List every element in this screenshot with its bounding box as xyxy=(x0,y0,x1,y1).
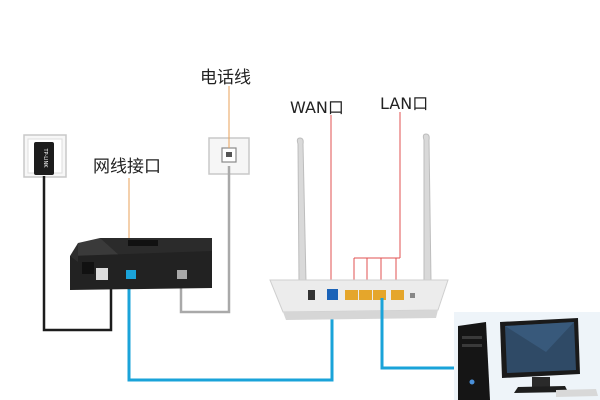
power-adapter-icon: TP-LINK xyxy=(23,134,67,178)
phone-cable xyxy=(179,166,231,314)
router-to-computer-cable xyxy=(380,298,460,370)
modem-to-router-cable xyxy=(127,285,334,382)
wan-port-label: WAN口 xyxy=(290,98,344,117)
desktop-computer-icon xyxy=(454,312,600,400)
network-port-label: 网线接口 xyxy=(93,157,161,177)
modem-icon xyxy=(70,238,212,290)
lan-port-callout xyxy=(353,112,401,292)
phone-line-label: 电话线 xyxy=(200,68,251,88)
power-cable xyxy=(42,176,113,332)
router-icon xyxy=(269,133,449,320)
lan-port-label: LAN口 xyxy=(380,94,429,113)
adapter-brand-text: TP-LINK xyxy=(42,147,48,168)
